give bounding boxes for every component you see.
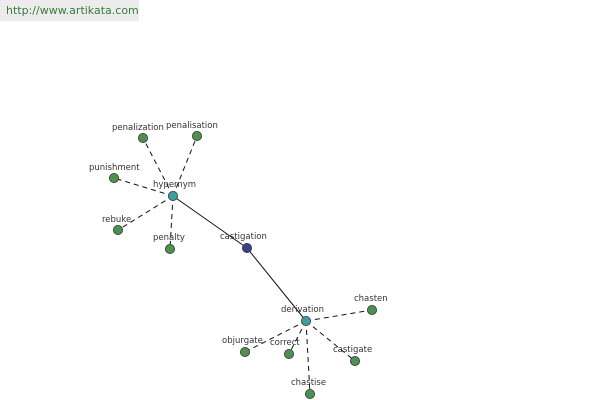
node-label-chasten[interactable]: chasten <box>354 294 388 304</box>
edge-hypernym-penalisation <box>172 135 198 197</box>
node-label-punishment[interactable]: punishment <box>89 163 140 173</box>
node-label-penalisation[interactable]: penalisation <box>166 121 218 131</box>
node-label-castigation[interactable]: castigation <box>220 232 267 242</box>
node-dot-punishment[interactable] <box>109 172 120 183</box>
edges-layer <box>113 135 373 395</box>
node-dot-castigate[interactable] <box>349 355 360 366</box>
node-dot-chasten[interactable] <box>366 304 377 315</box>
node-castigate[interactable]: castigate <box>333 345 372 366</box>
nodes-layer: castigation hypernym derivation penalizatio… <box>89 121 388 399</box>
node-label-castigate[interactable]: castigate <box>333 345 372 355</box>
node-label-penalty[interactable]: penalty <box>153 233 185 243</box>
node-dot-rebuke[interactable] <box>113 224 124 235</box>
node-label-hypernym[interactable]: hypernym <box>153 180 196 190</box>
edge-hypernym-penalization <box>142 137 174 197</box>
node-penalty[interactable]: penalty <box>153 233 185 254</box>
node-correct[interactable]: correct <box>270 338 300 359</box>
node-rebuke[interactable]: rebuke <box>102 215 131 235</box>
node-penalisation[interactable]: penalisation <box>166 121 218 141</box>
node-penalization[interactable]: penalization <box>112 123 164 143</box>
node-label-derivation[interactable]: derivation <box>281 305 324 315</box>
node-label-objurgate[interactable]: objurgate <box>222 336 263 346</box>
node-chastise[interactable]: chastise <box>291 378 326 399</box>
edge-derivation-chastise <box>305 320 311 395</box>
node-dot-chastise[interactable] <box>304 388 315 399</box>
edge-hypernym-rebuke <box>117 195 174 231</box>
edge-derivation-correct <box>288 320 307 355</box>
node-dot-objurgate[interactable] <box>239 346 250 357</box>
node-objurgate[interactable]: objurgate <box>222 336 263 357</box>
node-chasten[interactable]: chasten <box>354 294 388 315</box>
edge-derivation-objurgate <box>244 320 307 353</box>
node-castigation[interactable]: castigation <box>220 232 267 253</box>
node-dot-derivation[interactable] <box>300 315 311 326</box>
node-label-penalization[interactable]: penalization <box>112 123 164 133</box>
node-dot-correct[interactable] <box>283 348 294 359</box>
edge-derivation-castigate <box>305 320 356 362</box>
node-label-chastise[interactable]: chastise <box>291 378 326 388</box>
node-hypernym[interactable]: hypernym <box>153 180 196 201</box>
source-url-bar: http://www.artikata.com <box>0 0 139 21</box>
edge-derivation-chasten <box>305 309 373 322</box>
node-label-rebuke[interactable]: rebuke <box>102 215 131 225</box>
source-url-link[interactable]: http://www.artikata.com <box>6 4 139 17</box>
node-dot-penalisation[interactable] <box>191 130 202 141</box>
node-dot-hypernym[interactable] <box>167 190 178 201</box>
node-punishment[interactable]: punishment <box>89 163 140 183</box>
node-label-correct[interactable]: correct <box>270 338 300 348</box>
node-derivation[interactable]: derivation <box>281 305 324 326</box>
node-dot-castigation[interactable] <box>241 242 252 253</box>
node-dot-penalty[interactable] <box>164 243 175 254</box>
node-dot-penalization[interactable] <box>137 132 148 143</box>
edge-castigation-derivation <box>246 247 307 322</box>
edge-castigation-hypernym <box>172 195 248 249</box>
edge-hypernym-punishment <box>113 177 174 197</box>
